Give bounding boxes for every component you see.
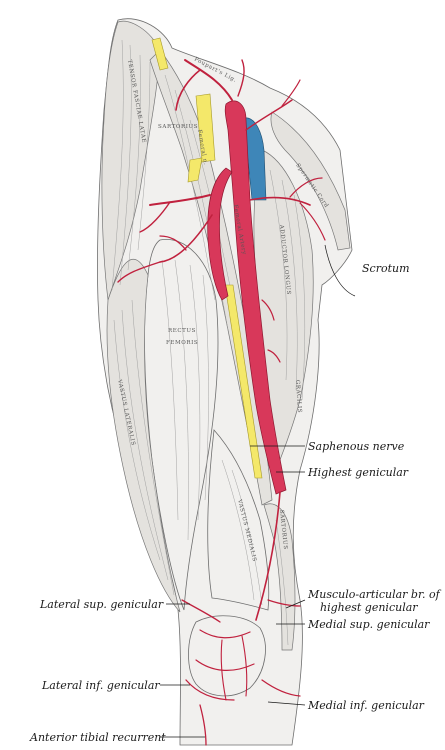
- muscle-label-sartorius-lower: SARTORIUS: [278, 510, 288, 551]
- femoral-artery: [224, 100, 287, 495]
- label-musculo-articular-2: highest genicular: [320, 601, 418, 614]
- label-scrotum: Scrotum: [362, 262, 410, 275]
- label-medial-inf-genicular: Medial inf. genicular: [307, 699, 425, 712]
- patella: [188, 615, 266, 697]
- muscle-label-rectus-1: RECTUS: [168, 328, 196, 334]
- label-saphenous-nerve: Saphenous nerve: [308, 440, 405, 453]
- muscle-label-gracilis: GRACILIS: [294, 380, 302, 414]
- label-musculo-articular-1: Musculo-articular br. of: [307, 588, 442, 601]
- label-highest-genicular: Highest genicular: [307, 466, 409, 479]
- label-lateral-inf-genicular: Lateral inf. genicular: [41, 679, 160, 692]
- vastus-medialis-muscle: [207, 429, 270, 611]
- label-medial-sup-genicular: Medial sup. genicular: [307, 618, 430, 631]
- muscle-label-sartorius: SARTORIUS: [158, 124, 198, 130]
- annotation-labels: Scrotum Saphenous nerve Highest genicula…: [29, 262, 442, 744]
- scrotum-outline: [324, 244, 356, 297]
- label-anterior-tibial-recurrent: Anterior tibial recurrent: [29, 731, 166, 744]
- femoral-nerve: [151, 37, 263, 479]
- thigh-muscles: [97, 18, 356, 746]
- label-lateral-sup-genicular: Lateral sup. genicular: [39, 598, 164, 611]
- gracilis-muscle: [263, 503, 296, 651]
- leader-lines: [160, 445, 306, 738]
- profunda-femoris-artery: [207, 167, 233, 301]
- muscle-label-rectus-2: FEMORIS: [166, 340, 198, 346]
- arterial-branches: [117, 59, 326, 746]
